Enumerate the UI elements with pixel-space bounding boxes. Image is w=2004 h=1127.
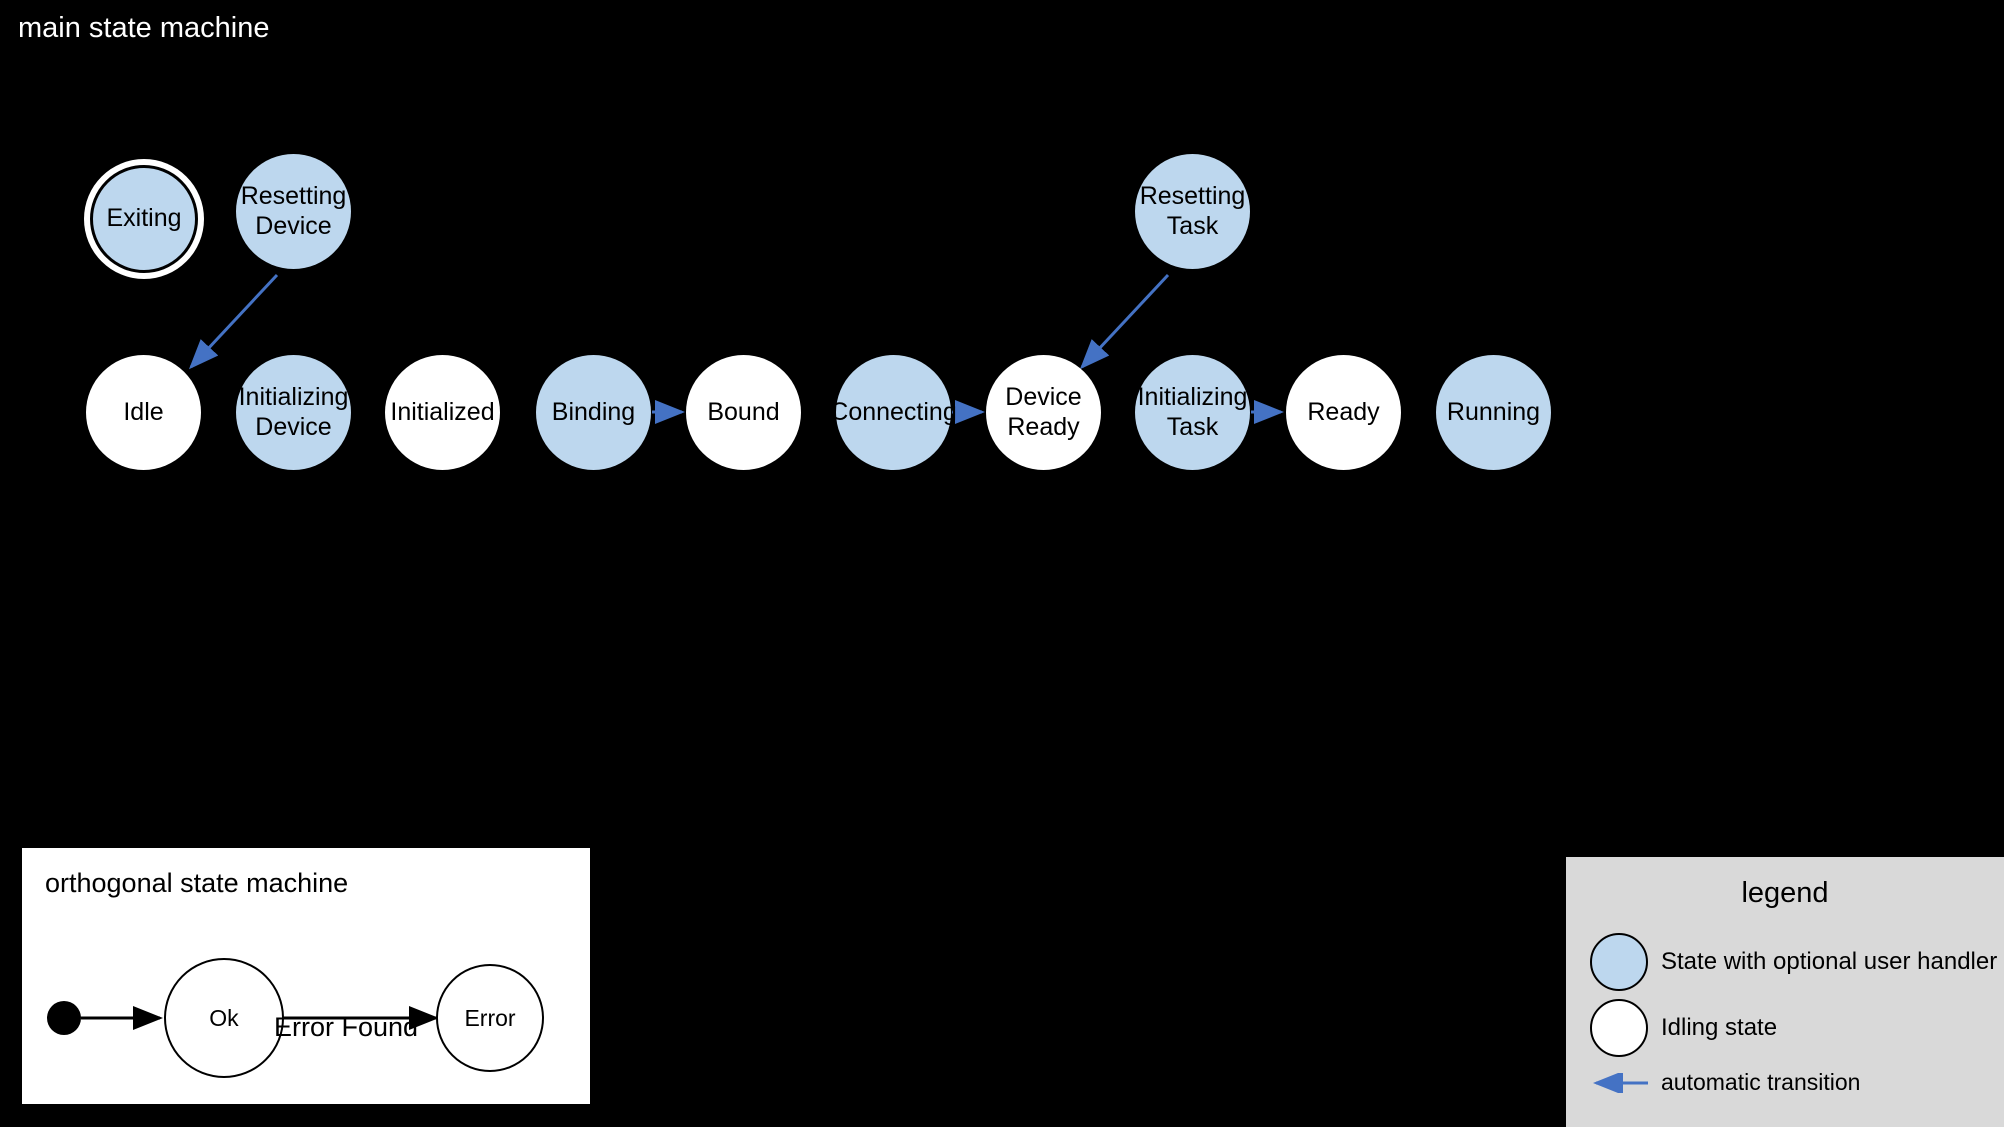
legend-title: legend bbox=[1741, 877, 1829, 909]
final-state-inner-ring: Exiting bbox=[90, 165, 198, 273]
state-node-binding[interactable]: Binding bbox=[536, 355, 651, 470]
main-state-machine-title: main state machine bbox=[18, 12, 270, 44]
state-label-exiting: Exiting bbox=[106, 204, 182, 233]
state-label-initialized: Initialized bbox=[390, 397, 495, 426]
state-label-running: Running bbox=[1446, 397, 1541, 426]
orthogonal-state-label-ok: Ok bbox=[209, 1004, 239, 1031]
legend-panel: legend State with optional user handler … bbox=[1566, 857, 2004, 1127]
legend-item-idling-state: Idling state bbox=[1590, 999, 1777, 1057]
orthogonal-state-machine-title: orthogonal state machine bbox=[45, 868, 349, 898]
legend-label-automatic-transition: automatic transition bbox=[1661, 1069, 1861, 1095]
state-node-idle[interactable]: Idle bbox=[86, 355, 201, 470]
state-label-bound: Bound bbox=[707, 397, 780, 426]
state-node-running[interactable]: Running bbox=[1436, 355, 1551, 470]
state-label-ready: Ready bbox=[1307, 397, 1380, 426]
orthogonal-state-label-error: Error bbox=[464, 1004, 516, 1031]
initial-state-dot-icon bbox=[47, 1001, 81, 1035]
state-label-idle: Idle bbox=[123, 397, 164, 426]
state-node-exiting[interactable]: Exiting bbox=[84, 159, 204, 279]
orthogonal-state-node-error[interactable]: Error bbox=[436, 964, 544, 1072]
transition-resetting-device-to-idle bbox=[188, 273, 279, 370]
legend-item-handler-state: State with optional user handler bbox=[1590, 933, 1997, 991]
orthogonal-transition-layer bbox=[81, 1006, 439, 1030]
state-label-connecting: Connecting bbox=[830, 397, 957, 426]
legend-label-idling-state: Idling state bbox=[1661, 1014, 1778, 1041]
legend-handler-state-circle-icon bbox=[1590, 933, 1648, 991]
state-node-ready[interactable]: Ready bbox=[1286, 355, 1401, 470]
state-node-initialized[interactable]: Initialized bbox=[385, 355, 500, 470]
state-node-connecting[interactable]: Connecting bbox=[830, 355, 957, 470]
orthogonal-state-machine-panel: orthogonal state machine Ok Error bbox=[21, 847, 591, 1105]
state-label-binding: Binding bbox=[551, 397, 636, 426]
orthogonal-transition-label-error-found: Error Found bbox=[274, 1012, 419, 1042]
orthogonal-state-node-ok[interactable]: Ok bbox=[164, 958, 284, 1078]
legend-left-arrow-icon bbox=[1590, 1070, 1648, 1095]
legend-idling-state-circle-icon bbox=[1590, 999, 1648, 1057]
state-node-bound[interactable]: Bound bbox=[686, 355, 801, 470]
transition-resetting-task-to-device-ready bbox=[1079, 273, 1170, 370]
legend-item-automatic-transition: automatic transition bbox=[1590, 1069, 1860, 1096]
legend-label-handler-state: State with optional user handler bbox=[1661, 948, 1998, 975]
